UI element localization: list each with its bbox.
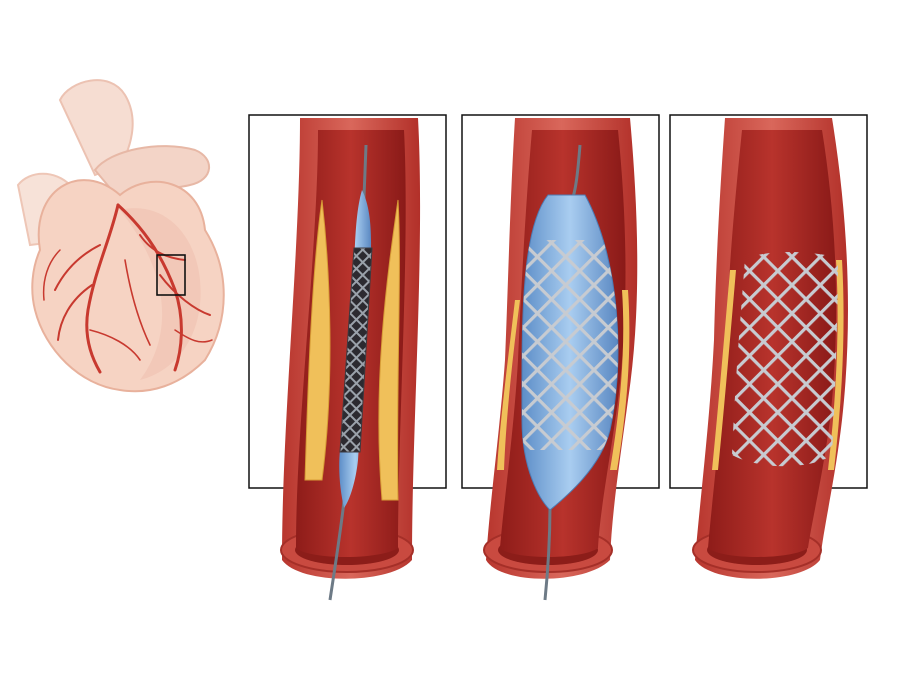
artery-panel-3 <box>692 118 848 579</box>
coronary-vessels <box>42 203 213 374</box>
heart-illustration <box>16 79 225 393</box>
artery-highlight-box <box>156 254 186 296</box>
artery-panel-2 <box>483 118 638 601</box>
plaque <box>610 290 630 470</box>
expanded-stent <box>521 240 618 450</box>
plaque <box>378 199 400 501</box>
deployed-stent <box>732 252 838 467</box>
plaque <box>712 270 736 470</box>
crimped-stent <box>339 247 373 453</box>
plaque <box>497 300 520 470</box>
plaque <box>304 199 331 481</box>
artery-panel-1 <box>280 118 421 601</box>
plaque <box>828 260 844 470</box>
